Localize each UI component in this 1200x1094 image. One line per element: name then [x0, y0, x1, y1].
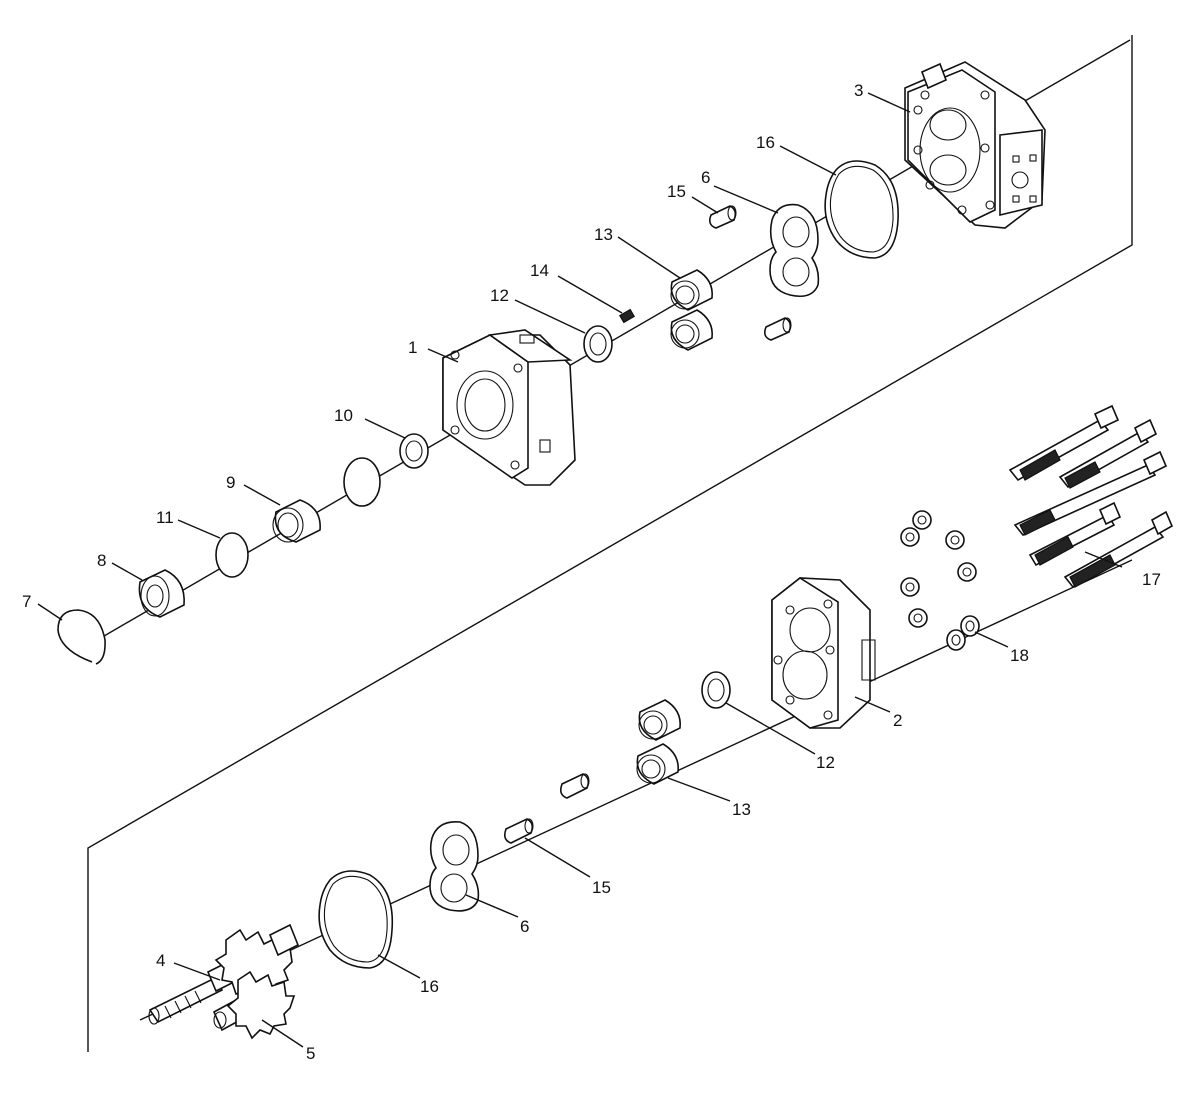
part-12-ring-upper — [583, 325, 613, 363]
label-13-lower: 13 — [732, 800, 751, 819]
label-7: 7 — [22, 592, 31, 611]
label-12-upper: 12 — [490, 286, 509, 305]
label-16-upper: 16 — [756, 133, 775, 152]
label-12-lower: 12 — [816, 753, 835, 772]
o-ring-upper — [343, 457, 381, 507]
label-16-lower: 16 — [420, 977, 439, 996]
part-13-bearings-upper — [670, 269, 714, 351]
washers — [900, 510, 977, 628]
part-16-seal-upper — [824, 160, 899, 259]
label-15-upper: 15 — [667, 182, 686, 201]
callout-labels: 3 16 6 15 13 14 12 1 10 9 11 8 7 17 18 2… — [22, 81, 1161, 1063]
part-1-front-housing — [442, 329, 576, 486]
part-8-ball-bearing — [138, 569, 185, 618]
label-5: 5 — [306, 1044, 315, 1063]
label-2: 2 — [893, 711, 902, 730]
label-1: 1 — [408, 338, 417, 357]
part-16-seal-lower — [318, 870, 394, 969]
part-10-seal — [399, 433, 429, 469]
part-15-pins-upper — [709, 205, 792, 341]
part-13-bearings-lower — [636, 699, 682, 785]
part-2-plate — [771, 577, 876, 729]
part-14-pin — [618, 308, 636, 324]
label-8: 8 — [97, 551, 106, 570]
frame-outline — [87, 35, 1133, 1052]
label-15-lower: 15 — [592, 878, 611, 897]
label-14: 14 — [530, 261, 549, 280]
label-10: 10 — [334, 406, 353, 425]
part-15-pins-lower — [504, 773, 590, 844]
lower-axis-line — [139, 559, 1133, 1021]
label-11: 11 — [156, 508, 174, 527]
label-17: 17 — [1142, 570, 1161, 589]
leader-lines — [37, 92, 1123, 1048]
label-9: 9 — [226, 473, 235, 492]
part-11-ring — [215, 532, 249, 578]
part-17-bolts — [1008, 404, 1174, 589]
part-4-drive-shaft — [148, 923, 300, 1025]
label-13-upper: 13 — [594, 225, 613, 244]
part-18-washers — [946, 615, 980, 651]
part-6-plate-upper — [769, 203, 820, 298]
label-18: 18 — [1010, 646, 1029, 665]
label-6-lower: 6 — [520, 917, 529, 936]
label-3: 3 — [854, 81, 863, 100]
part-9-bearing — [272, 499, 321, 543]
part-12-ring-lower — [701, 671, 731, 709]
part-5-gear — [212, 970, 296, 1040]
part-3-rear-housing — [904, 61, 1046, 229]
part-7-circlip — [57, 609, 106, 665]
label-4: 4 — [156, 951, 165, 970]
label-6-upper: 6 — [701, 168, 710, 187]
